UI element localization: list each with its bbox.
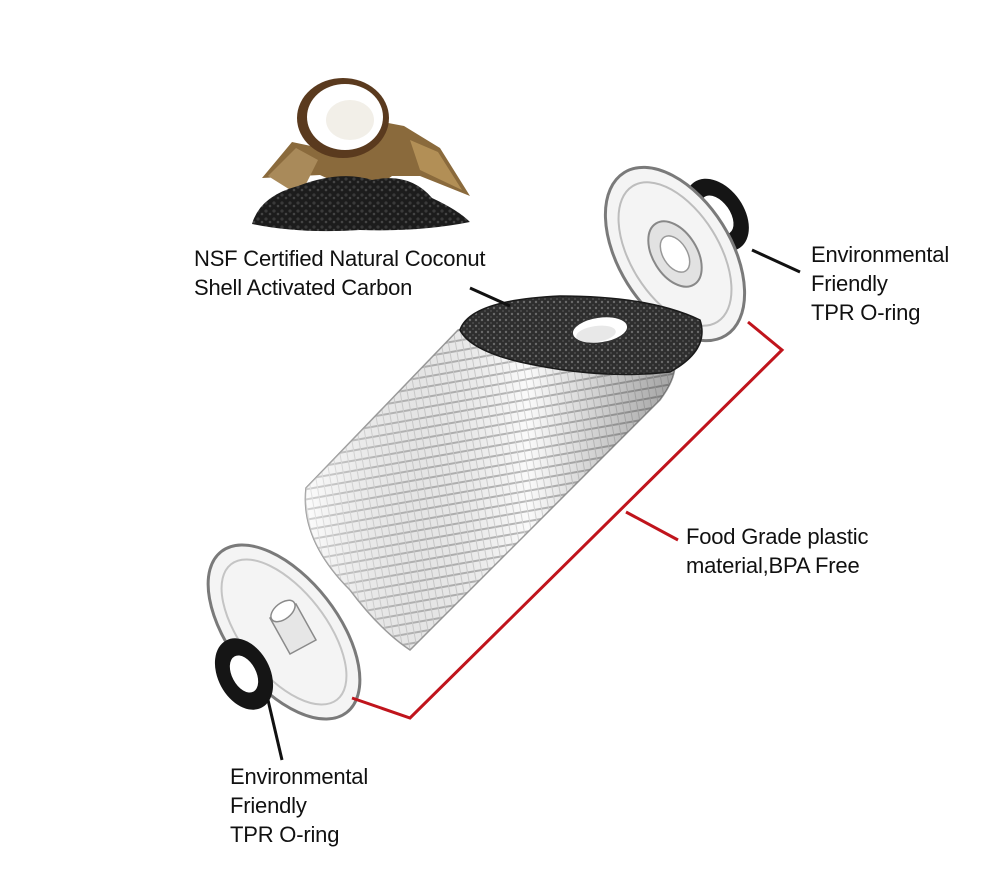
bottom-oring [214, 638, 274, 710]
carbon-leader-line [469, 286, 511, 308]
top-oring-label-line-3: TPR O-ring [811, 300, 921, 325]
carbon-label-line-1: NSF Certified Natural Coconut [194, 246, 486, 271]
bottom-oring-label-line-3: TPR O-ring [230, 822, 340, 847]
bottom-oring-label-line-2: Friendly [230, 793, 307, 818]
top-oring-label-line-2: Friendly [811, 271, 888, 296]
carbon-label: NSF Certified Natural Coconut Shell Acti… [194, 244, 486, 302]
pleated-filter-body [304, 295, 703, 651]
plastic-label-line-2: material,BPA Free [686, 553, 860, 578]
carbon-label-line-2: Shell Activated Carbon [194, 275, 413, 300]
plastic-bracket [351, 320, 785, 720]
top-oring-leader-line [751, 248, 801, 274]
top-oring-label: Environmental Friendly TPR O-ring [811, 240, 949, 327]
top-oring-label-line-1: Environmental [811, 242, 950, 267]
plastic-leader-line [625, 510, 679, 542]
plastic-label-line-1: Food Grade plastic [686, 524, 869, 549]
plastic-label: Food Grade plastic material,BPA Free [686, 522, 868, 580]
bottom-oring-label: Environmental Friendly TPR O-ring [230, 762, 368, 849]
bottom-oring-leader-line [266, 699, 284, 761]
top-end-cap [603, 165, 747, 343]
bottom-oring-label-line-1: Environmental [230, 764, 369, 789]
coconut-carbon-image [252, 78, 470, 232]
